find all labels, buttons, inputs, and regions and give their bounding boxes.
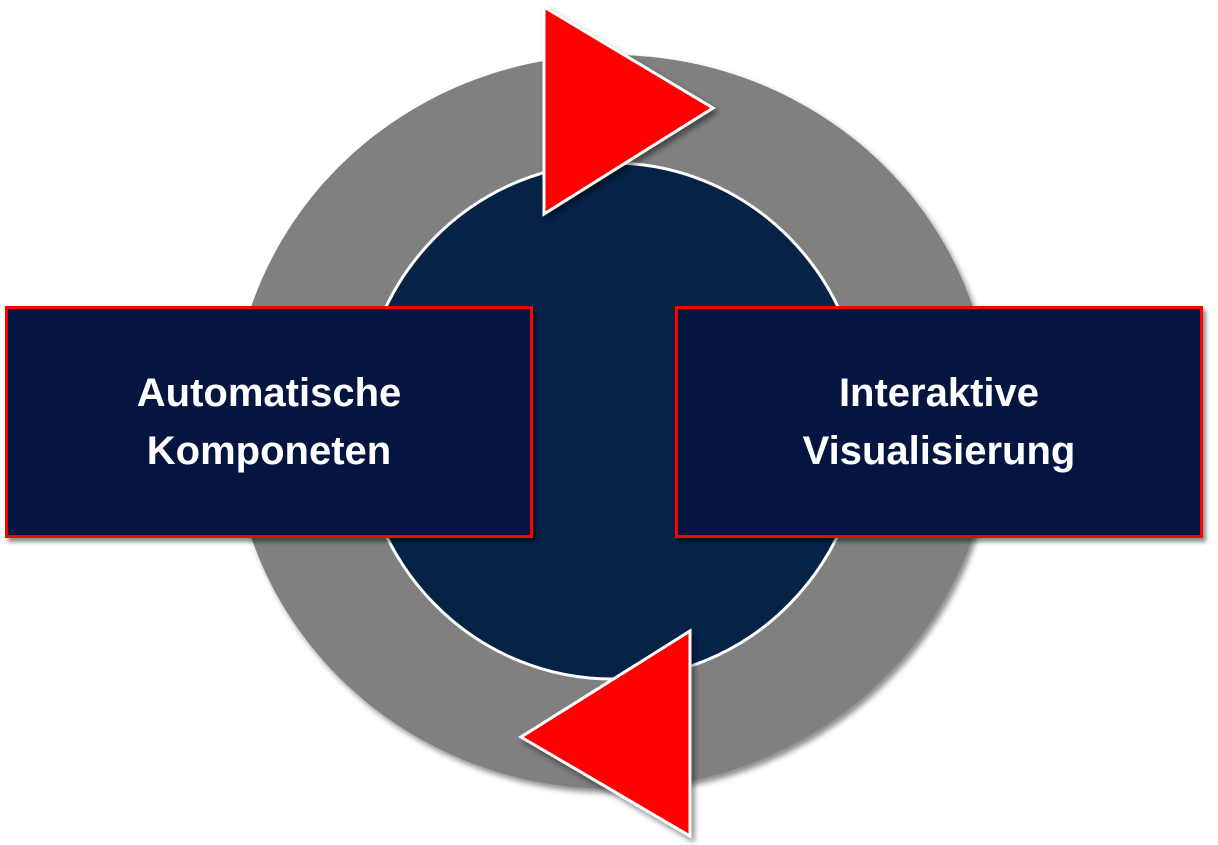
bottom-arrow-icon (518, 628, 692, 839)
interactive-visualization-box: Interaktive Visualisierung (675, 306, 1203, 538)
automatic-components-label: Automatische Komponeten (136, 371, 402, 473)
interactive-visualization-label: Interaktive Visualisierung (802, 371, 1076, 473)
top-arrow-icon (542, 4, 716, 217)
automatic-components-box: Automatische Komponeten (5, 306, 533, 538)
